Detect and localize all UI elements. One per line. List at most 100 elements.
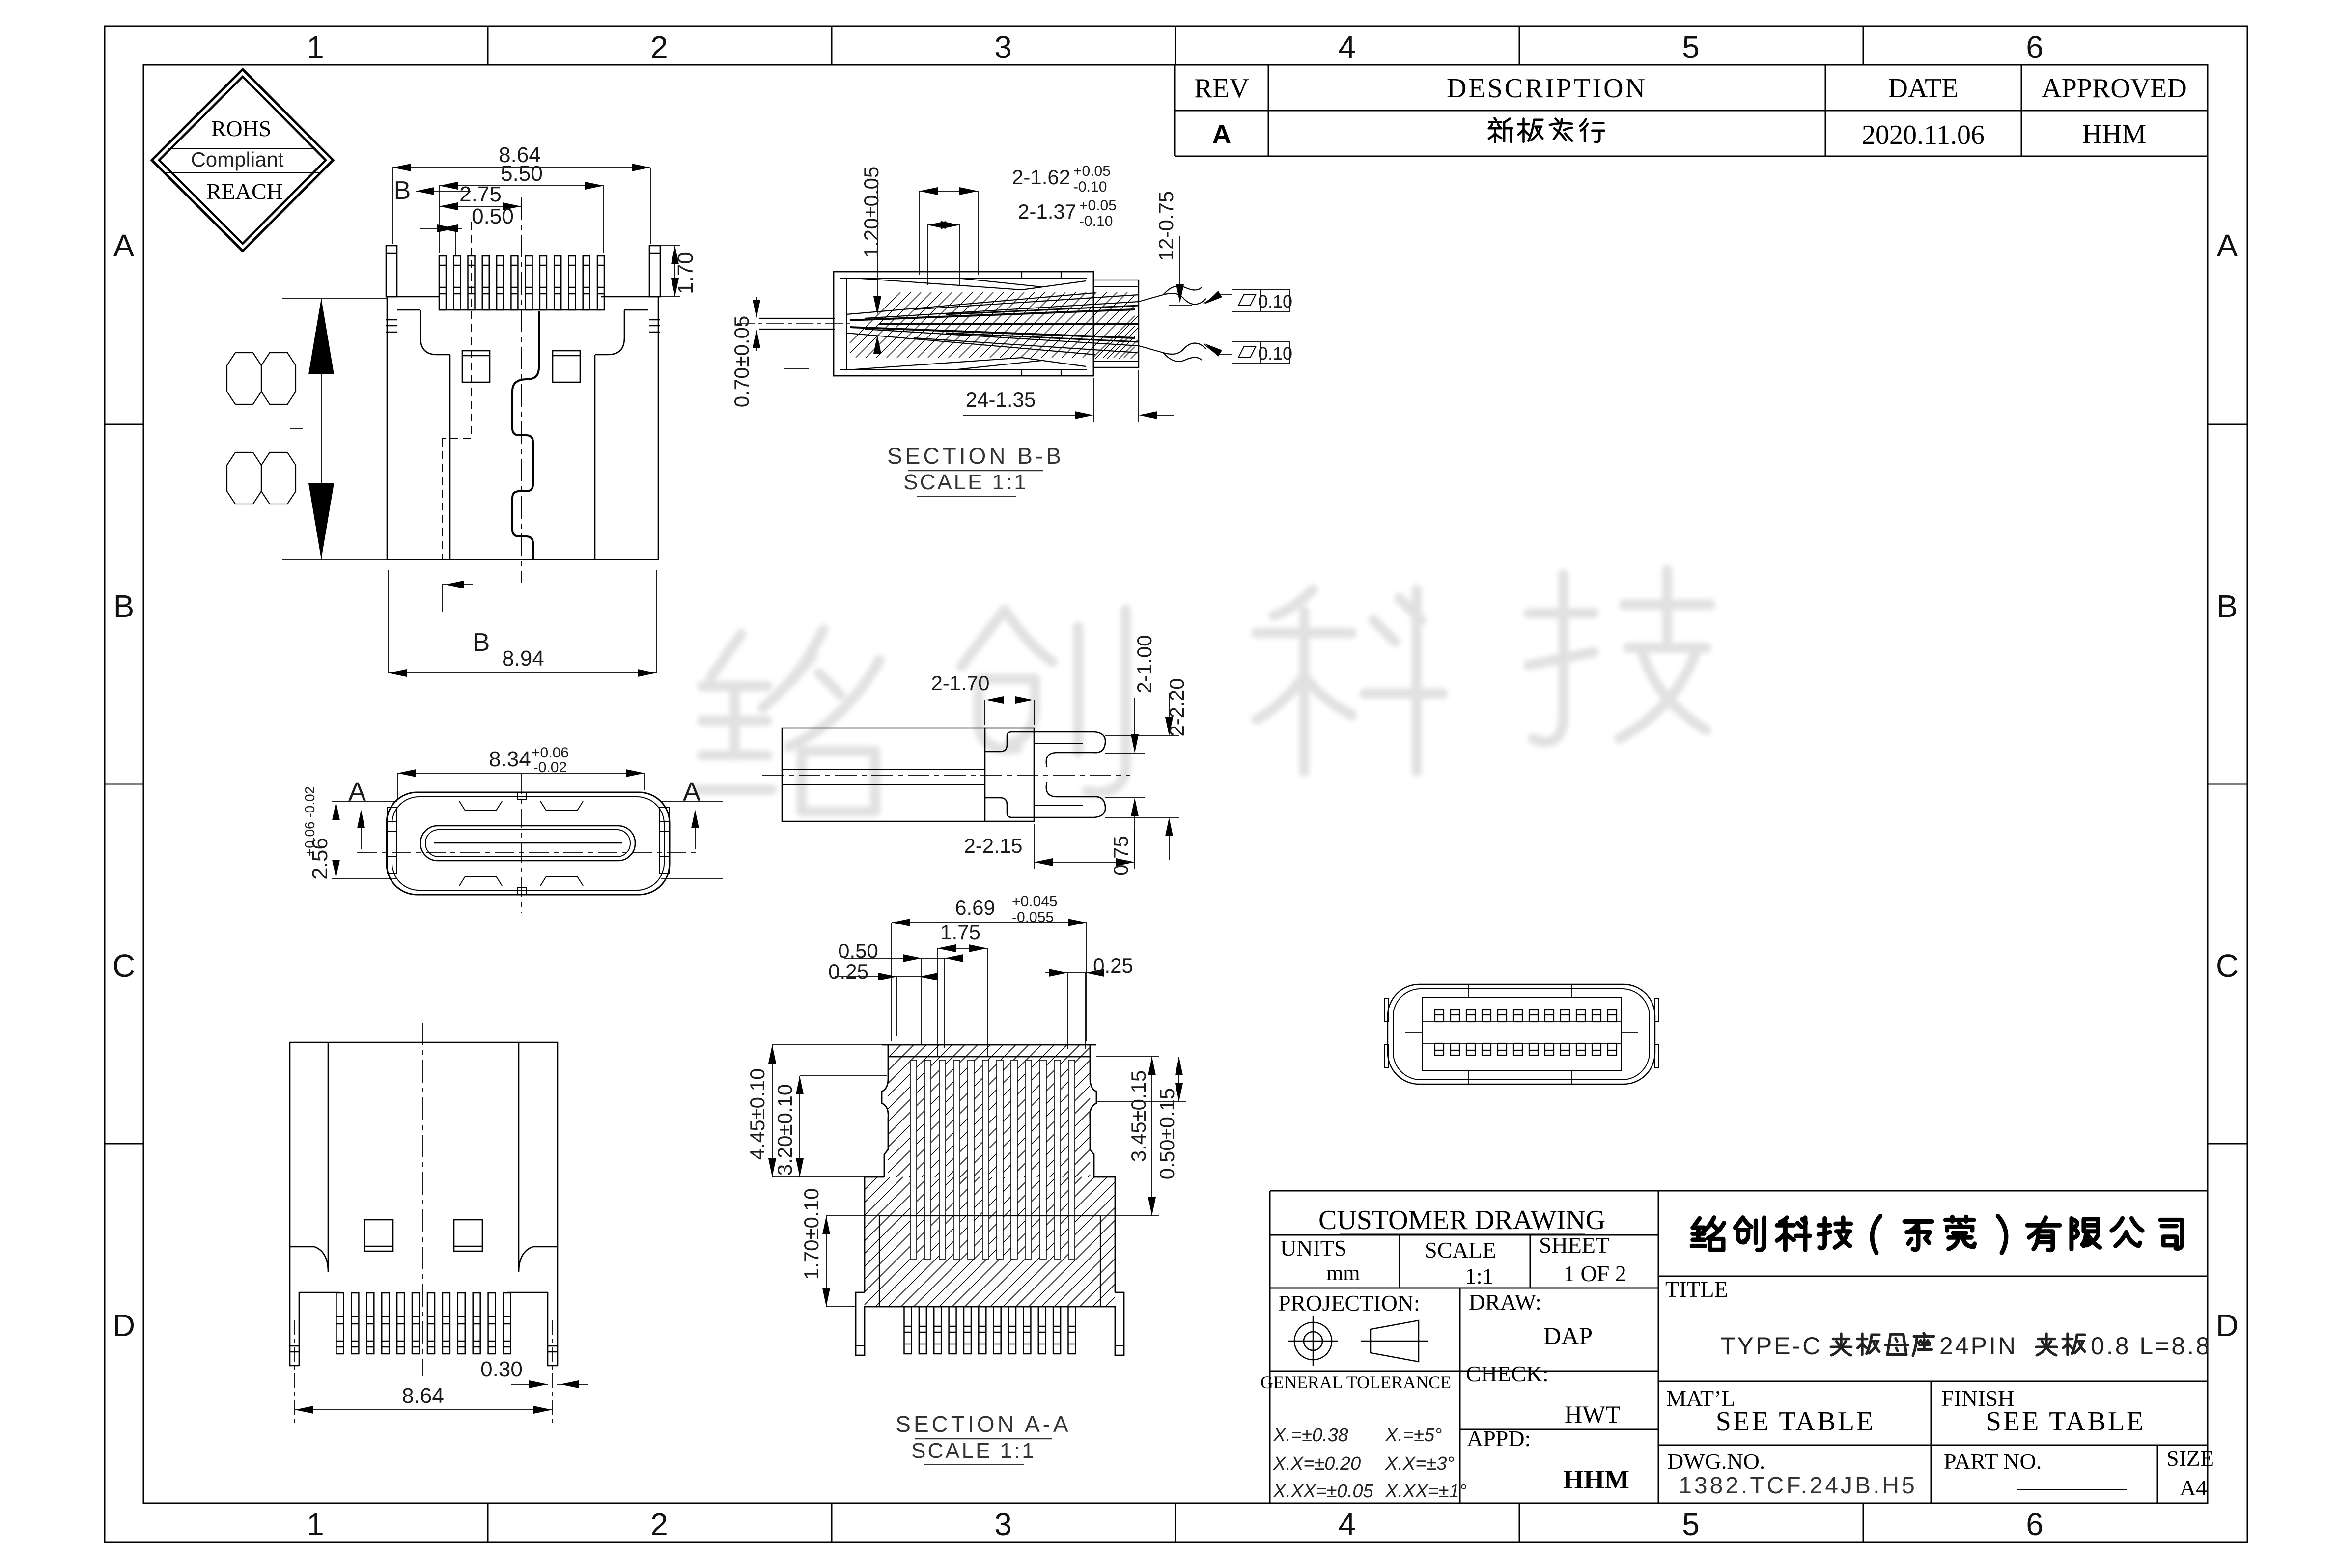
svg-text:6.69: 6.69 [955,896,995,919]
svg-text:ROHS: ROHS [211,116,272,141]
svg-text:CHECK:: CHECK: [1466,1361,1549,1386]
svg-text:0.50: 0.50 [472,204,514,228]
svg-text:1: 1 [307,29,324,65]
svg-text:+0.045: +0.045 [1012,894,1058,910]
svg-text:2-2.20: 2-2.20 [1165,678,1188,736]
svg-text:TITLE: TITLE [1665,1277,1728,1302]
svg-text:Compliant: Compliant [191,148,283,171]
svg-text:CUSTOMER DRAWING: CUSTOMER DRAWING [1318,1205,1605,1235]
svg-text:APPD:: APPD: [1467,1426,1531,1451]
svg-text:SCALE: SCALE [1425,1237,1496,1262]
svg-text:0.25: 0.25 [1093,954,1133,977]
svg-text:PART NO.: PART NO. [1944,1449,2042,1474]
svg-text:+0.05: +0.05 [1079,197,1117,214]
svg-text:5.50: 5.50 [501,162,543,186]
svg-text:+0.05: +0.05 [1073,163,1111,179]
svg-text:3: 3 [994,1507,1012,1542]
svg-text:-0.02: -0.02 [533,759,567,776]
svg-text:-0.055: -0.055 [1012,909,1054,925]
svg-text:+0.06: +0.06 [532,745,569,761]
svg-text:SEE TABLE: SEE TABLE [1986,1406,2145,1437]
svg-text:0.75: 0.75 [1109,836,1132,876]
svg-text:4: 4 [1338,29,1356,65]
svg-text:REV: REV [1194,73,1249,104]
svg-text:8.94: 8.94 [502,646,544,671]
svg-text:+0.06 -0.02: +0.06 -0.02 [302,786,317,856]
svg-text:HHM: HHM [1563,1465,1629,1494]
svg-text:6: 6 [2026,29,2044,65]
svg-text:1: 1 [307,1507,324,1542]
svg-text:1382.TCF.24JB.H5: 1382.TCF.24JB.H5 [1679,1473,1917,1499]
svg-text:2-1.70: 2-1.70 [931,672,989,695]
svg-text:2020.11.06: 2020.11.06 [1862,120,1985,150]
svg-text:A: A [113,228,135,263]
svg-text:X.XX=±0.05: X.XX=±0.05 [1273,1481,1373,1502]
svg-text:2-1.37: 2-1.37 [1018,200,1076,223]
svg-text:1 OF 2: 1 OF 2 [1564,1261,1626,1286]
svg-text:DAP: DAP [1543,1322,1593,1349]
svg-text:2-1.00: 2-1.00 [1133,635,1156,693]
svg-text:B: B [394,176,411,205]
svg-text:1:1: 1:1 [1465,1263,1494,1288]
svg-text:GENERAL TOLERANCE: GENERAL TOLERANCE [1260,1372,1451,1392]
svg-text:TYPE-C: TYPE-C [1720,1332,1822,1360]
svg-text:2: 2 [650,29,668,65]
svg-text:DESCRIPTION: DESCRIPTION [1447,73,1647,104]
svg-text:1.70: 1.70 [673,252,698,294]
svg-text:1.20±0.05: 1.20±0.05 [860,167,883,258]
svg-text:3: 3 [994,29,1012,65]
svg-text:X.=±0.38: X.=±0.38 [1273,1425,1348,1446]
svg-text:HHM: HHM [2082,119,2147,149]
svg-text:B: B [473,628,490,657]
svg-text:SECTION B-B: SECTION B-B [887,443,1064,469]
svg-text:C: C [112,948,135,983]
svg-text:1.75: 1.75 [940,921,980,944]
svg-text:D: D [112,1308,135,1343]
svg-text:A: A [348,777,366,807]
svg-text:8.64: 8.64 [402,1384,444,1408]
svg-text:DATE: DATE [1888,73,1958,104]
svg-text:6: 6 [2026,1507,2044,1542]
svg-text:A: A [2217,228,2238,263]
svg-text:DWG.NO.: DWG.NO. [1667,1449,1765,1474]
svg-text:SHEET: SHEET [1539,1232,1609,1258]
svg-text:24PIN: 24PIN [1939,1332,2017,1360]
svg-text:A: A [683,777,700,807]
svg-text:0.25: 0.25 [828,960,868,983]
svg-text:-0.10: -0.10 [1079,213,1113,229]
svg-text:-0.10: -0.10 [1073,179,1107,195]
svg-text:REACH: REACH [206,179,283,204]
svg-text:X.=±5°: X.=±5° [1385,1425,1442,1446]
svg-text:0.8 L=8.8: 0.8 L=8.8 [2091,1332,2212,1360]
svg-text:24-1.35: 24-1.35 [966,388,1036,411]
svg-text:12-0.75: 12-0.75 [1154,191,1177,261]
svg-text:0.70±0.05: 0.70±0.05 [730,316,753,408]
svg-text:MAT’L: MAT’L [1666,1386,1736,1411]
svg-text:4: 4 [1338,1507,1356,1542]
svg-text:0.50±0.15: 0.50±0.15 [1155,1088,1178,1180]
svg-text:B: B [2217,588,2238,624]
svg-text:X.X=±3°: X.X=±3° [1385,1454,1455,1474]
svg-text:SIZE: SIZE [2166,1446,2214,1471]
svg-text:1.70±0.10: 1.70±0.10 [800,1188,823,1280]
svg-text:SCALE 1:1: SCALE 1:1 [903,470,1028,494]
svg-text:0.50: 0.50 [838,939,878,962]
svg-text:3.45±0.15: 3.45±0.15 [1127,1070,1150,1162]
svg-text:X.X=±0.20: X.X=±0.20 [1273,1454,1361,1474]
svg-text:PROJECTION:: PROJECTION: [1278,1290,1420,1316]
svg-text:8.64: 8.64 [499,143,541,167]
svg-text:DRAW:: DRAW: [1469,1289,1541,1315]
svg-text:4.45±0.10: 4.45±0.10 [746,1068,769,1160]
svg-text:0.30: 0.30 [480,1357,523,1381]
svg-text:D: D [2216,1308,2239,1343]
svg-text:B: B [113,588,135,624]
svg-text:2-2.15: 2-2.15 [964,834,1022,857]
svg-text:A4: A4 [2180,1475,2207,1500]
svg-text:SCALE 1:1: SCALE 1:1 [911,1439,1036,1463]
svg-text:3.20±0.10: 3.20±0.10 [773,1084,796,1176]
svg-text:APPROVED: APPROVED [2042,73,2187,104]
svg-text:8.34: 8.34 [489,747,531,771]
svg-text:UNITS: UNITS [1280,1235,1346,1260]
svg-text:0.10: 0.10 [1258,291,1292,311]
svg-text:0.10: 0.10 [1258,343,1292,364]
